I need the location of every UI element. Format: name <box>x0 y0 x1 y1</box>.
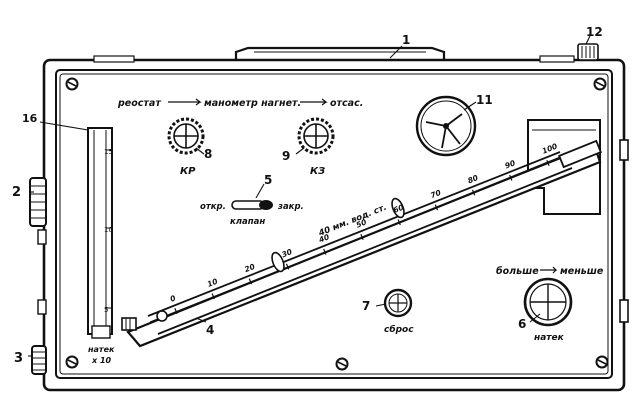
tube-scale-15: 15 <box>104 148 113 156</box>
scale-tick-mark <box>434 204 439 211</box>
scale-tick-mark <box>174 307 178 315</box>
panel-frame <box>55 69 613 379</box>
callout-16: 16 <box>22 112 38 125</box>
tube-label-top: натек <box>88 345 115 354</box>
knob-12[interactable] <box>577 43 599 61</box>
valve-close-label: закр. <box>277 202 304 212</box>
direction-less-label: меньше <box>560 266 604 277</box>
scale-tick-mark <box>360 233 364 241</box>
callout-5: 5 <box>264 173 272 187</box>
scale-tick-label: 90 <box>504 158 517 170</box>
reset-button[interactable] <box>383 288 413 318</box>
knob-kz-label: КЗ <box>310 166 325 177</box>
scale-tick-mark <box>471 189 476 196</box>
screw-icon <box>65 355 79 369</box>
scale-tick-label: 60 <box>392 203 405 215</box>
screw-icon <box>65 77 79 91</box>
scale-tick-label: 10 <box>206 277 219 289</box>
valve-open-label: откр. <box>200 202 226 212</box>
tube-scale-5: 5 <box>104 306 108 314</box>
knob-kr[interactable] <box>167 117 205 155</box>
dial-gauge <box>415 95 477 157</box>
mode-row-left: реостат <box>117 98 161 109</box>
side-knob-2[interactable] <box>29 177 47 227</box>
callout-3: 3 <box>14 351 23 366</box>
scale-tick-label: 70 <box>429 188 442 200</box>
scale-tick-mark <box>323 248 327 255</box>
inclined-manometer <box>121 139 602 348</box>
callout-4: 4 <box>206 323 214 337</box>
reset-label: сброс <box>384 324 414 335</box>
knob-kz[interactable] <box>297 117 335 155</box>
screw-icon <box>335 357 349 371</box>
scale-tick-label: 20 <box>243 262 256 274</box>
scale-tick-mark <box>248 278 253 285</box>
scale-tick-mark <box>211 293 215 300</box>
callout-9: 9 <box>282 149 290 163</box>
screw-icon <box>595 355 609 369</box>
callout-12: 12 <box>586 25 603 39</box>
scale-tick-label: 40 <box>318 232 331 244</box>
scale-tick-label: 0 <box>169 293 177 303</box>
callout-6: 6 <box>518 317 526 331</box>
tube-label-bottom: x 10 <box>91 356 112 365</box>
knob-6[interactable] <box>523 277 573 327</box>
callout-7: 7 <box>362 299 370 313</box>
screw-icon <box>593 77 607 91</box>
scale-tick-label: 80 <box>466 173 479 185</box>
mode-row-middle: манометр нагнет. <box>204 98 301 109</box>
callout-8: 8 <box>204 147 212 161</box>
direction-more-label: больше <box>496 266 539 277</box>
callout-11: 11 <box>476 93 493 107</box>
callout-2: 2 <box>12 185 21 200</box>
scale-tick-mark <box>397 219 401 226</box>
side-knob-3[interactable] <box>31 345 47 375</box>
knob-kr-label: КР <box>180 166 196 177</box>
valve-name-label: клапан <box>230 217 265 227</box>
scale-tick-label: 30 <box>280 247 293 259</box>
vertical-tube-gauge <box>87 127 113 339</box>
bottom-right-label: натек <box>534 333 565 343</box>
valve-lever[interactable] <box>231 200 273 210</box>
scale-tick-label: 50 <box>355 217 368 229</box>
mode-row-right: отсас. <box>330 98 363 109</box>
scale-tick-mark <box>509 174 513 181</box>
callout-1: 1 <box>402 33 410 47</box>
tube-scale-10: 10 <box>104 226 113 234</box>
scale-tick-mark <box>285 263 290 270</box>
scale-tick-mark <box>546 159 550 167</box>
